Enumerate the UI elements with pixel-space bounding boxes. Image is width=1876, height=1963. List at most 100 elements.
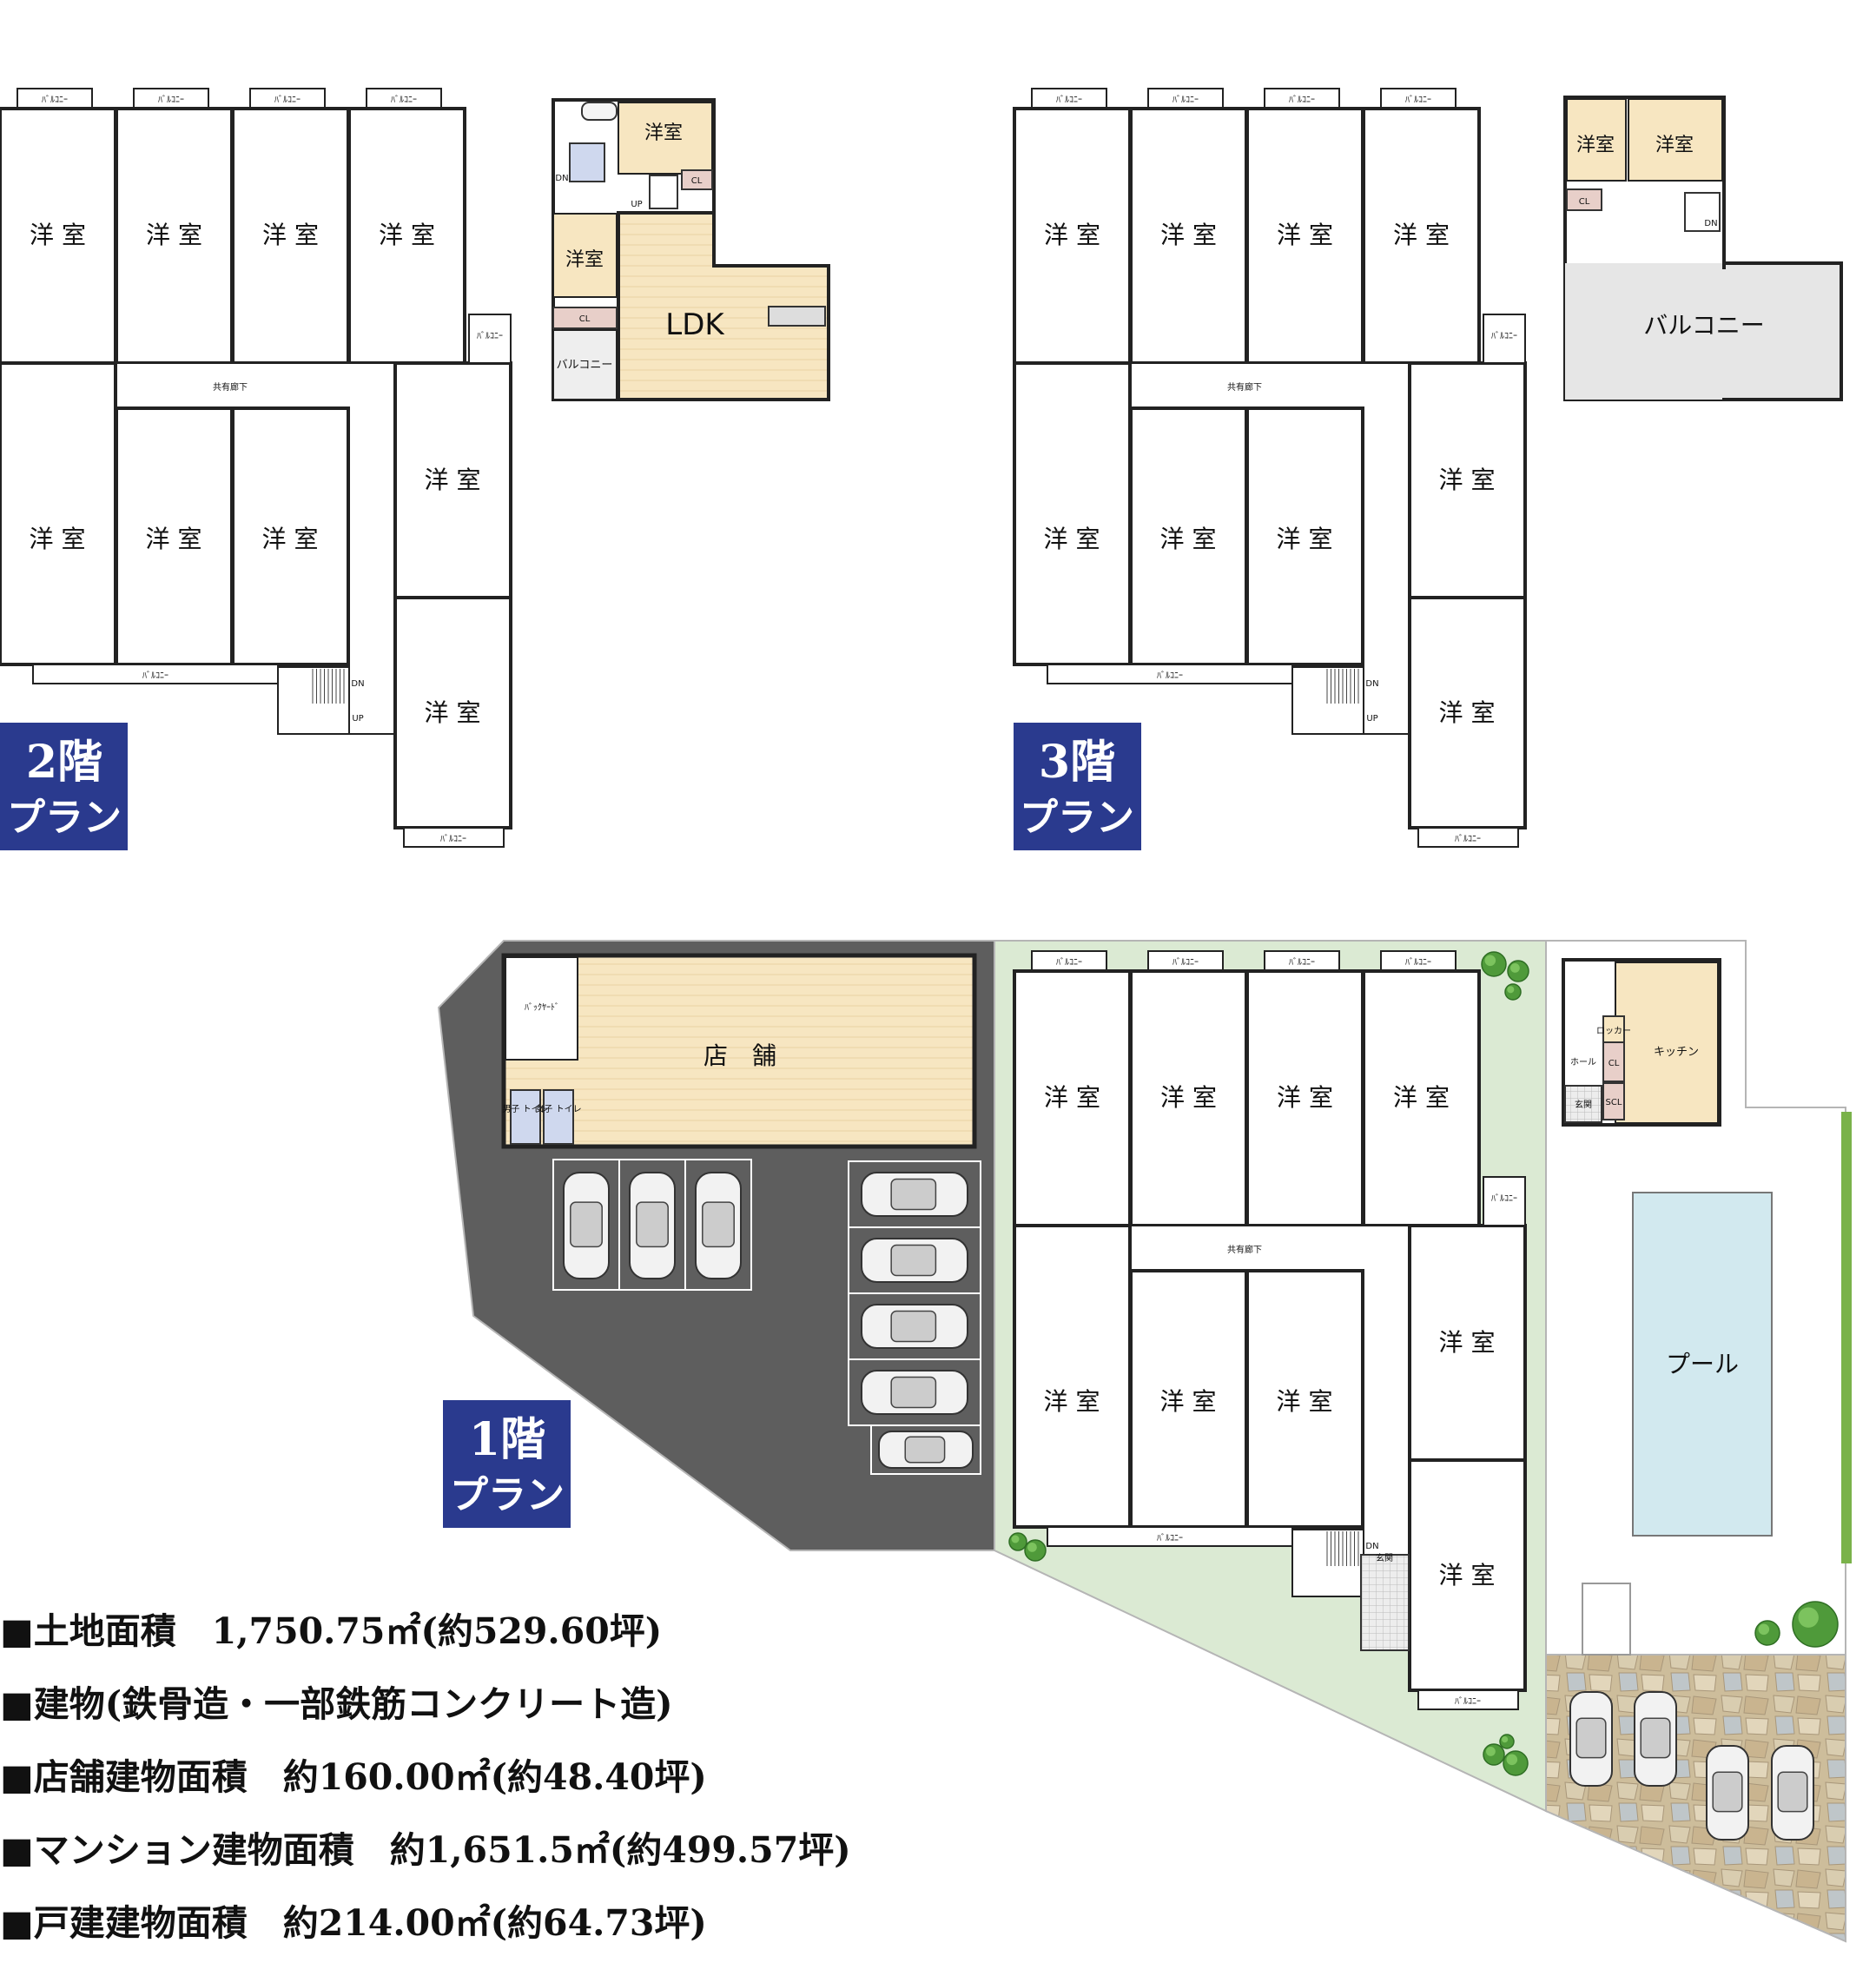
shoe-closet-label: SCL xyxy=(1606,1098,1622,1107)
stair-up-label: UP xyxy=(631,200,642,209)
car xyxy=(695,1172,742,1279)
room xyxy=(1013,1224,1132,1529)
house-floor3: 洋室 洋室 CL DN バルコニー xyxy=(1563,96,1843,401)
balcony-strip xyxy=(403,827,505,848)
shop-label: 店 舗 xyxy=(704,1041,776,1070)
balcony-label: ﾊﾞﾙｺﾆｰ xyxy=(1491,1193,1517,1204)
room-label: 洋 室 xyxy=(425,466,481,494)
balcony-label: ﾊﾞﾙｺﾆｰ xyxy=(1405,95,1431,105)
spec-mansion-area: ■マンション建物面積 約1,651.5㎡(約499.57坪) xyxy=(0,1829,851,1871)
stair-down-label: DN xyxy=(1704,219,1717,228)
room-label: 洋 室 xyxy=(425,698,481,727)
room-label: 洋室 xyxy=(1576,135,1615,156)
balcony-strip xyxy=(1417,827,1519,848)
balcony-label: ﾊﾞﾙｺﾆｰ xyxy=(1455,834,1481,844)
staircase xyxy=(277,666,350,735)
apartment-entrance xyxy=(1360,1554,1410,1651)
kitchen-label: キッチン xyxy=(1654,1046,1699,1059)
tree-highlight xyxy=(1502,1736,1509,1743)
pool xyxy=(1632,1192,1773,1537)
hedge xyxy=(1841,1112,1852,1563)
closet-label: CL xyxy=(1608,1059,1620,1068)
room xyxy=(1245,1269,1364,1529)
room-label: 洋 室 xyxy=(1160,525,1217,553)
tree-highlight xyxy=(1011,1535,1020,1543)
pool-label: プール xyxy=(1666,1350,1739,1378)
corridor-label: 共有廊下 xyxy=(213,381,248,393)
parking-stall xyxy=(684,1159,752,1291)
stair-down-label: DN xyxy=(1365,679,1378,689)
room xyxy=(1013,107,1132,365)
balcony-label: ﾊﾞﾙｺﾆｰ xyxy=(1455,1696,1481,1707)
staircase xyxy=(1291,1529,1364,1597)
outdoor-steps xyxy=(1582,1583,1631,1656)
car xyxy=(1706,1745,1749,1841)
men-toilet-label: 男子 トイレ xyxy=(502,1104,548,1114)
room-label: 洋 室 xyxy=(1393,221,1450,249)
room-label: 洋 室 xyxy=(1393,1083,1450,1112)
tree-highlight xyxy=(1798,1607,1819,1628)
room xyxy=(1408,596,1527,829)
room-label: 洋 室 xyxy=(30,221,86,249)
balcony-label: ﾊﾞﾙｺﾆｰ xyxy=(158,95,184,105)
room xyxy=(1362,969,1481,1227)
room xyxy=(1408,1458,1527,1692)
balcony-label: ﾊﾞﾙｺﾆｰ xyxy=(1157,1533,1183,1543)
tree-highlight xyxy=(1027,1543,1037,1552)
room-label: 洋 室 xyxy=(30,525,86,553)
room-label: 洋室 xyxy=(565,249,604,271)
entrance-label: 玄関 xyxy=(1575,1099,1592,1110)
spec-land-area: ■土地面積 1,750.75㎡(約529.60坪) xyxy=(0,1610,663,1652)
spec-shop-area: ■店舗建物面積 約160.00㎡(約48.40坪) xyxy=(0,1756,707,1798)
balcony-label: ﾊﾞﾙｺﾆｰ xyxy=(1172,95,1199,105)
car xyxy=(1771,1745,1814,1841)
floor2-badge-number: 2階 xyxy=(26,736,102,789)
stair-down-label: DN xyxy=(555,174,568,183)
room-label: 洋室 xyxy=(1655,135,1694,156)
women-toilet-label: 女子 トイレ xyxy=(535,1103,581,1114)
closet-label: CL xyxy=(691,176,703,186)
room xyxy=(115,406,234,666)
closet-label: CL xyxy=(1579,197,1590,207)
room xyxy=(1408,1224,1527,1462)
room-label: 洋 室 xyxy=(1044,525,1100,553)
trees xyxy=(1008,951,1839,1841)
room-label: 洋 室 xyxy=(1160,1387,1217,1416)
room xyxy=(1013,969,1132,1227)
room-label: 洋 室 xyxy=(146,525,202,553)
room xyxy=(393,361,512,599)
room-label: 洋 室 xyxy=(262,525,319,553)
room-label: 洋 室 xyxy=(262,221,319,249)
floor2-badge-sub: プラン xyxy=(7,796,122,840)
car xyxy=(1634,1691,1677,1787)
car xyxy=(861,1304,968,1349)
room-label: 洋 室 xyxy=(1277,221,1333,249)
room xyxy=(393,596,512,829)
floor3-badge-sub: プラン xyxy=(1020,796,1134,840)
balcony-label: ﾊﾞﾙｺﾆｰ xyxy=(1491,331,1517,341)
balcony-label: ﾊﾞﾙｺﾆｰ xyxy=(1289,95,1315,105)
tree-highlight xyxy=(1484,955,1496,967)
room xyxy=(231,406,350,666)
room-label: 洋 室 xyxy=(146,221,202,249)
balcony-label: ﾊﾞﾙｺﾆｰ xyxy=(1157,671,1183,681)
floor1-badge-sub: プラン xyxy=(450,1473,565,1517)
balcony-label: ﾊﾞﾙｺﾆｰ xyxy=(1172,957,1199,968)
car xyxy=(878,1431,974,1469)
specs-list: ■土地面積 1,750.75㎡(約529.60坪) ■建物(鉄骨造・一部鉄筋コン… xyxy=(0,1595,1042,1960)
balcony-label: ﾊﾞﾙｺﾆｰ xyxy=(1056,957,1082,968)
car xyxy=(861,1172,968,1217)
spec-structure: ■建物(鉄骨造・一部鉄筋コンクリート造) xyxy=(0,1683,673,1725)
room-label: 洋室 xyxy=(644,122,683,144)
car xyxy=(861,1238,968,1283)
room-label: 洋 室 xyxy=(1044,221,1100,249)
floor3-badge: 3階 プラン xyxy=(1014,723,1141,850)
corridor-label: 共有廊下 xyxy=(1227,381,1262,393)
room-label: 洋 室 xyxy=(1439,466,1496,494)
tree-highlight xyxy=(1486,1747,1496,1756)
site-floor1: 店 舗 ﾊﾞｯｸﾔｰﾄﾞ 男子 トイレ 女子 トイレ キッチン ホール ロッカー… xyxy=(437,940,1852,1943)
corridor-label: 共有廊下 xyxy=(1227,1244,1262,1255)
spec-house-area: ■戸建建物面積 約214.00㎡(約64.73坪) xyxy=(0,1902,707,1944)
balcony-label: ﾊﾞﾙｺﾆｰ xyxy=(440,834,466,844)
stair-down-label: DN xyxy=(1365,1542,1378,1551)
